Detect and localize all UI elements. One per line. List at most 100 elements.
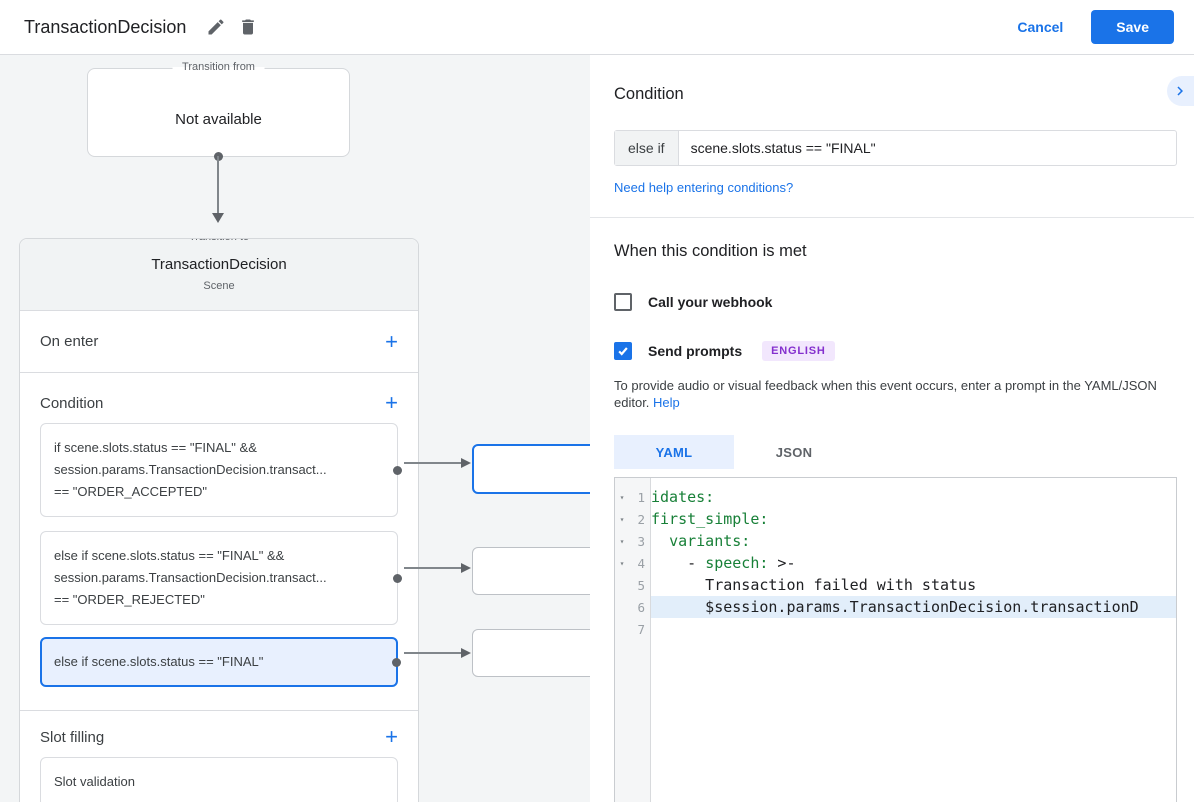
- delete-scene-button[interactable]: [232, 11, 264, 43]
- connector-line: [404, 462, 462, 464]
- prompts-description-text: To provide audio or visual feedback when…: [614, 378, 1157, 410]
- collapse-arrow-icon[interactable]: ▾: [619, 536, 625, 546]
- connector-arrowhead-icon: [461, 648, 471, 658]
- connector-arrowhead-icon: [212, 213, 224, 223]
- line-number: 4: [637, 555, 645, 571]
- code-segment: -: [651, 554, 706, 572]
- code-line-1[interactable]: idates:: [651, 486, 1176, 508]
- transition-to-box: Transition to TransactionDecision Scene …: [19, 238, 419, 802]
- page-title: TransactionDecision: [24, 16, 187, 37]
- scene-header: TransactionDecision Scene: [20, 239, 418, 311]
- on-enter-label: On enter: [40, 333, 99, 350]
- slot-validation-label: Slot validation: [54, 774, 135, 789]
- webhook-checkbox[interactable]: [614, 293, 632, 311]
- prompts-description: To provide audio or visual feedback when…: [614, 377, 1170, 411]
- code-line-3[interactable]: variants:: [651, 530, 1176, 552]
- condition-card-text: == "ORDER_REJECTED": [54, 592, 205, 607]
- line-number: 5: [637, 577, 645, 593]
- slot-filling-label: Slot filling: [40, 728, 105, 746]
- check-icon: [618, 347, 628, 356]
- tab-json[interactable]: JSON: [734, 435, 854, 469]
- add-slot-button[interactable]: +: [385, 724, 398, 749]
- condition-card-2[interactable]: else if scene.slots.status == "FINAL" &&…: [40, 531, 402, 625]
- slot-filling-section: Slot filling + Slot validation: [20, 711, 418, 802]
- line-number: 1: [637, 489, 645, 505]
- condition-input-row: else if: [614, 130, 1177, 166]
- code-segment: [651, 532, 669, 550]
- transition-from-legend: Transition from: [172, 61, 265, 73]
- editor-code-area[interactable]: idates: first_simple: variants: - speech:…: [651, 478, 1176, 802]
- connector-arrowhead-icon: [461, 563, 471, 573]
- collapse-panel-button[interactable]: [1167, 76, 1194, 106]
- code-line-4[interactable]: - speech: >-: [651, 552, 1176, 574]
- line-number: 7: [637, 621, 645, 637]
- pencil-icon: [208, 19, 224, 35]
- prompts-checkbox[interactable]: [614, 342, 632, 360]
- condition-card-text: == "ORDER_ACCEPTED": [54, 484, 207, 499]
- condition-card-3[interactable]: else if scene.slots.status == "FINAL": [40, 637, 401, 687]
- condition-section-label: Condition: [40, 394, 104, 412]
- connector-dot: [392, 657, 401, 667]
- transition-target-box-1[interactable]: [472, 444, 590, 494]
- connector-dot: [393, 573, 402, 583]
- cancel-button[interactable]: Cancel: [1017, 19, 1064, 35]
- detail-panel: Condition else if Need help entering con…: [590, 55, 1194, 802]
- transition-target-box-3[interactable]: [472, 629, 590, 677]
- scene-type-label: Scene: [203, 280, 235, 292]
- connector-arrowhead-icon: [461, 458, 471, 468]
- when-condition-section: When this condition is met Call your web…: [590, 218, 1194, 802]
- condition-card-text: session.params.TransactionDecision.trans…: [54, 462, 327, 477]
- save-button[interactable]: Save: [1091, 10, 1174, 44]
- code-segment: idates:: [651, 488, 715, 506]
- transition-from-value: Not available: [175, 111, 262, 128]
- code-line-7[interactable]: [651, 618, 1176, 640]
- code-segment: >-: [768, 554, 796, 572]
- transition-target-box-2[interactable]: [472, 547, 590, 595]
- help-link[interactable]: Help: [653, 395, 680, 410]
- line-number: 2: [637, 511, 645, 527]
- code-segment: Transaction failed with status: [651, 576, 977, 594]
- code-segment: variants:: [669, 532, 751, 550]
- add-on-enter-button[interactable]: +: [385, 328, 398, 354]
- code-line-6[interactable]: $session.params.TransactionDecision.tran…: [651, 596, 1176, 618]
- code-segment: first_simple:: [651, 510, 769, 528]
- on-enter-section: On enter +: [20, 311, 418, 373]
- code-line-5[interactable]: Transaction failed with status: [651, 574, 1176, 596]
- condition-card-text: else if scene.slots.status == "FINAL": [54, 654, 264, 669]
- yaml-editor[interactable]: ▾ 1 ▾ 2 ▾ 3 ▾ 4 5 6 7 idates: first_simple: variant…: [614, 477, 1177, 802]
- connector-line: [404, 652, 462, 654]
- condition-editor-section: Condition else if Need help entering con…: [590, 55, 1194, 218]
- condition-section: Condition + if scene.slots.status == "FI…: [20, 373, 418, 711]
- code-segment: speech:: [705, 554, 769, 572]
- condition-card-text: session.params.TransactionDecision.trans…: [54, 570, 327, 585]
- collapse-arrow-icon[interactable]: ▾: [619, 558, 625, 568]
- edit-scene-button[interactable]: [200, 11, 232, 43]
- connector-dot: [393, 465, 402, 475]
- condition-card-1[interactable]: if scene.slots.status == "FINAL" &&sessi…: [40, 423, 402, 517]
- conditions-help-link[interactable]: Need help entering conditions?: [614, 180, 794, 195]
- tab-yaml[interactable]: YAML: [614, 435, 734, 469]
- trash-icon: [242, 19, 255, 35]
- connector-line: [217, 156, 219, 214]
- line-number: 3: [637, 533, 645, 549]
- transition-from-box: Transition from Not available: [87, 61, 350, 157]
- prompts-checkbox-row[interactable]: Send prompts ENGLISH: [614, 341, 1170, 361]
- collapse-arrow-icon[interactable]: ▾: [619, 492, 625, 502]
- transition-to-legend: Transition to: [178, 239, 260, 243]
- condition-input[interactable]: [678, 131, 1176, 165]
- collapse-arrow-icon[interactable]: ▾: [619, 514, 625, 524]
- line-number: 6: [637, 599, 645, 615]
- code-segment: $session.params.TransactionDecision.tran…: [651, 598, 1139, 616]
- connector-line: [404, 567, 462, 569]
- code-line-2[interactable]: first_simple:: [651, 508, 1176, 530]
- prompts-label: Send prompts: [648, 343, 743, 359]
- webhook-checkbox-row[interactable]: Call your webhook: [614, 293, 1170, 311]
- scene-title: TransactionDecision: [151, 256, 287, 273]
- condition-card-text: else if scene.slots.status == "FINAL" &&: [54, 548, 285, 563]
- slot-validation-card[interactable]: Slot validation: [40, 757, 398, 802]
- webhook-label: Call your webhook: [648, 294, 773, 310]
- flow-canvas: Transition from Not available Transition…: [0, 55, 590, 802]
- add-condition-button[interactable]: +: [385, 390, 398, 415]
- panel-title: Condition: [614, 85, 684, 103]
